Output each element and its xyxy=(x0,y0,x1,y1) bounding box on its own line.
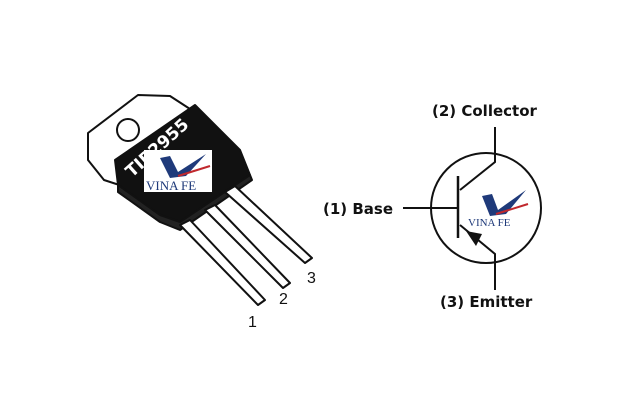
pin-number-3: 3 xyxy=(307,270,316,287)
emitter-label: (3) Emitter xyxy=(440,293,533,311)
pin-number-2: 2 xyxy=(279,291,288,308)
package-body-bottom xyxy=(117,174,253,231)
watermark-logo: VINA FE xyxy=(144,150,212,193)
to247-package xyxy=(87,94,313,306)
emitter-arrow-icon xyxy=(466,231,482,246)
watermark-text: VINA FE xyxy=(146,178,196,193)
lead-1 xyxy=(179,219,266,306)
base-label: (1) Base xyxy=(323,200,393,218)
collector-lead xyxy=(459,127,496,191)
lead-3 xyxy=(224,185,313,264)
collector-label: (2) Collector xyxy=(432,102,538,120)
symbol-watermark-text: VINA FE xyxy=(468,217,511,229)
lead-2 xyxy=(204,204,291,289)
symbol-watermark: VINA FE xyxy=(468,190,529,229)
pin-number-1: 1 xyxy=(248,314,257,331)
pnp-transistor-symbol xyxy=(403,127,542,290)
mounting-hole xyxy=(116,118,140,142)
